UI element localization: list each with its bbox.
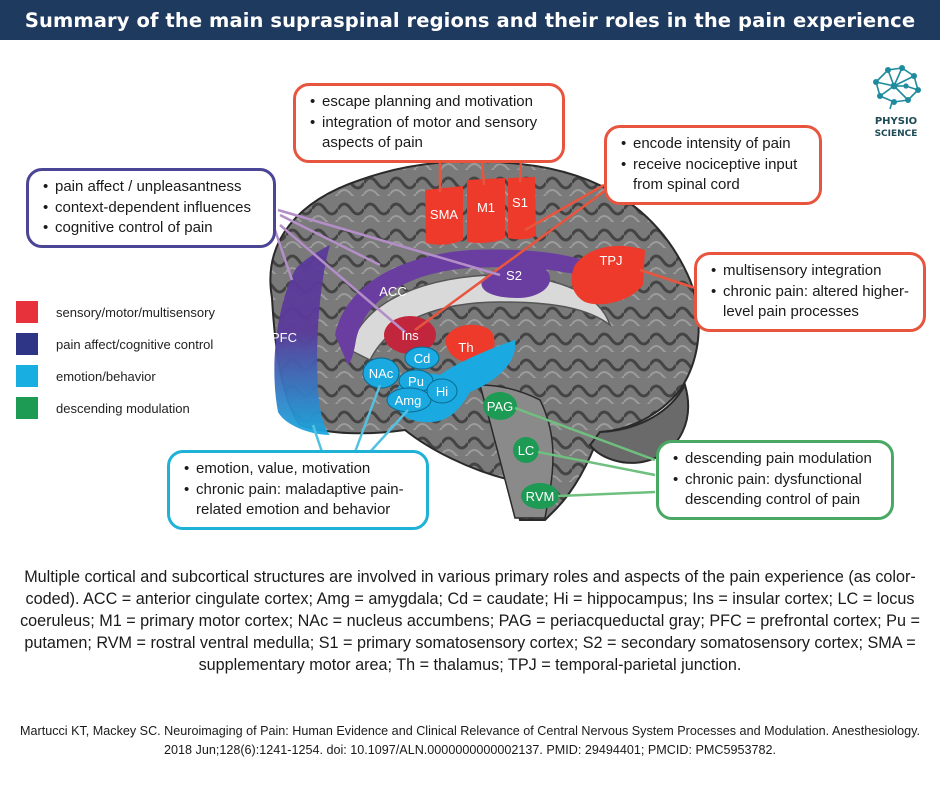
region-acc: [335, 249, 590, 365]
callout-emotion: emotion, value, motivation chronic pain:…: [167, 450, 429, 530]
legend-item-affect: pain affect/cognitive control: [16, 328, 215, 360]
region-tpj: [571, 245, 645, 305]
region-s2: [481, 261, 551, 298]
region-cd: [404, 346, 440, 370]
callout-sensory: encode intensity of pain receive nocicep…: [604, 125, 822, 205]
region-sma: [425, 186, 463, 245]
callout-multisensory-item-2: chronic pain: altered higher-level pain …: [711, 282, 911, 323]
network-brain-icon: [873, 65, 921, 110]
legend-label-affect: pain affect/cognitive control: [56, 336, 214, 352]
region-lc: [513, 437, 539, 463]
logo-text-physio: PHYSIO: [874, 116, 918, 127]
legend-label-sensory: sensory/motor/multisensory: [56, 304, 215, 320]
brain-figure: SMA M1 S1 TPJ S2 ACC PFC Ins Th Cd NAc P…: [269, 135, 700, 521]
region-amg: [386, 387, 432, 413]
callout-multisensory: multisensory integration chronic pain: a…: [694, 252, 926, 332]
callout-affect: pain affect / unpleasantness context-dep…: [26, 168, 276, 248]
label-sma: SMA: [430, 207, 459, 222]
region-hi: [426, 378, 458, 404]
callout-motor-item-1: escape planning and motivation: [310, 92, 550, 113]
legend-label-descending: descending modulation: [56, 400, 190, 416]
callout-emotion-item-1: emotion, value, motivation: [184, 459, 414, 480]
label-pu: Pu: [408, 374, 424, 389]
region-pag: [483, 392, 517, 420]
legend-label-emotion: emotion/behavior: [56, 368, 156, 384]
callout-affect-item-1: pain affect / unpleasantness: [43, 177, 261, 198]
region-pfc: [274, 245, 330, 435]
callout-descending-item-1: descending pain modulation: [673, 449, 879, 470]
legend: sensory/motor/multisensory pain affect/c…: [16, 296, 215, 424]
label-cd: Cd: [414, 351, 431, 366]
brain-diagram: SMA M1 S1 TPJ S2 ACC PFC Ins Th Cd NAc P…: [0, 40, 940, 560]
callout-sensory-item-2: receive nociceptive input from spinal co…: [621, 155, 807, 196]
callout-descending: descending pain modulation chronic pain:…: [656, 440, 894, 520]
legend-item-emotion: emotion/behavior: [16, 360, 215, 392]
region-s1: [508, 177, 536, 240]
label-th: Th: [458, 340, 473, 355]
logo-text-science: SCIENCE: [874, 129, 918, 139]
citation: Martucci KT, Mackey SC. Neuroimaging of …: [20, 724, 920, 757]
region-nac: [362, 357, 400, 389]
label-pfc: PFC: [271, 330, 297, 345]
physio-science-logo: PHYSIO SCIENCE: [864, 62, 928, 141]
legend-swatch-affect: [16, 333, 38, 355]
legend-item-descending: descending modulation: [16, 392, 215, 424]
label-nac: NAc: [369, 366, 394, 381]
legend-swatch-emotion: [16, 365, 38, 387]
callout-emotion-item-2: chronic pain: maladaptive pain-related e…: [184, 480, 414, 521]
callout-affect-item-3: cognitive control of pain: [43, 218, 261, 239]
label-hi: Hi: [436, 384, 448, 399]
region-rvm: [521, 483, 559, 509]
label-lc: LC: [518, 443, 535, 458]
callout-multisensory-item-1: multisensory integration: [711, 261, 911, 282]
label-m1: M1: [477, 200, 495, 215]
label-tpj: TPJ: [599, 253, 622, 268]
label-rvm: RVM: [526, 489, 555, 504]
legend-item-sensory: sensory/motor/multisensory: [16, 296, 215, 328]
corpus-callosum: [349, 274, 612, 362]
label-s1: S1: [512, 195, 528, 210]
label-pag: PAG: [487, 399, 514, 414]
callout-descending-item-2: chronic pain: dysfunctional descending c…: [673, 470, 879, 511]
label-s2: S2: [506, 268, 522, 283]
connector-lines: [273, 135, 696, 498]
callout-sensory-item-1: encode intensity of pain: [621, 134, 807, 155]
legend-swatch-sensory: [16, 301, 38, 323]
label-ins: Ins: [401, 328, 419, 343]
label-amg: Amg: [395, 393, 422, 408]
figure-caption: Multiple cortical and subcortical struct…: [20, 568, 920, 674]
page-title: Summary of the main supraspinal regions …: [0, 0, 940, 40]
callout-motor-item-2: integration of motor and sensory aspects…: [310, 113, 550, 154]
region-m1: [467, 178, 505, 243]
label-acc: ACC: [379, 284, 406, 299]
legend-swatch-descending: [16, 397, 38, 419]
callout-affect-item-2: context-dependent influences: [43, 198, 261, 219]
callout-motor: escape planning and motivation integrati…: [293, 83, 565, 163]
